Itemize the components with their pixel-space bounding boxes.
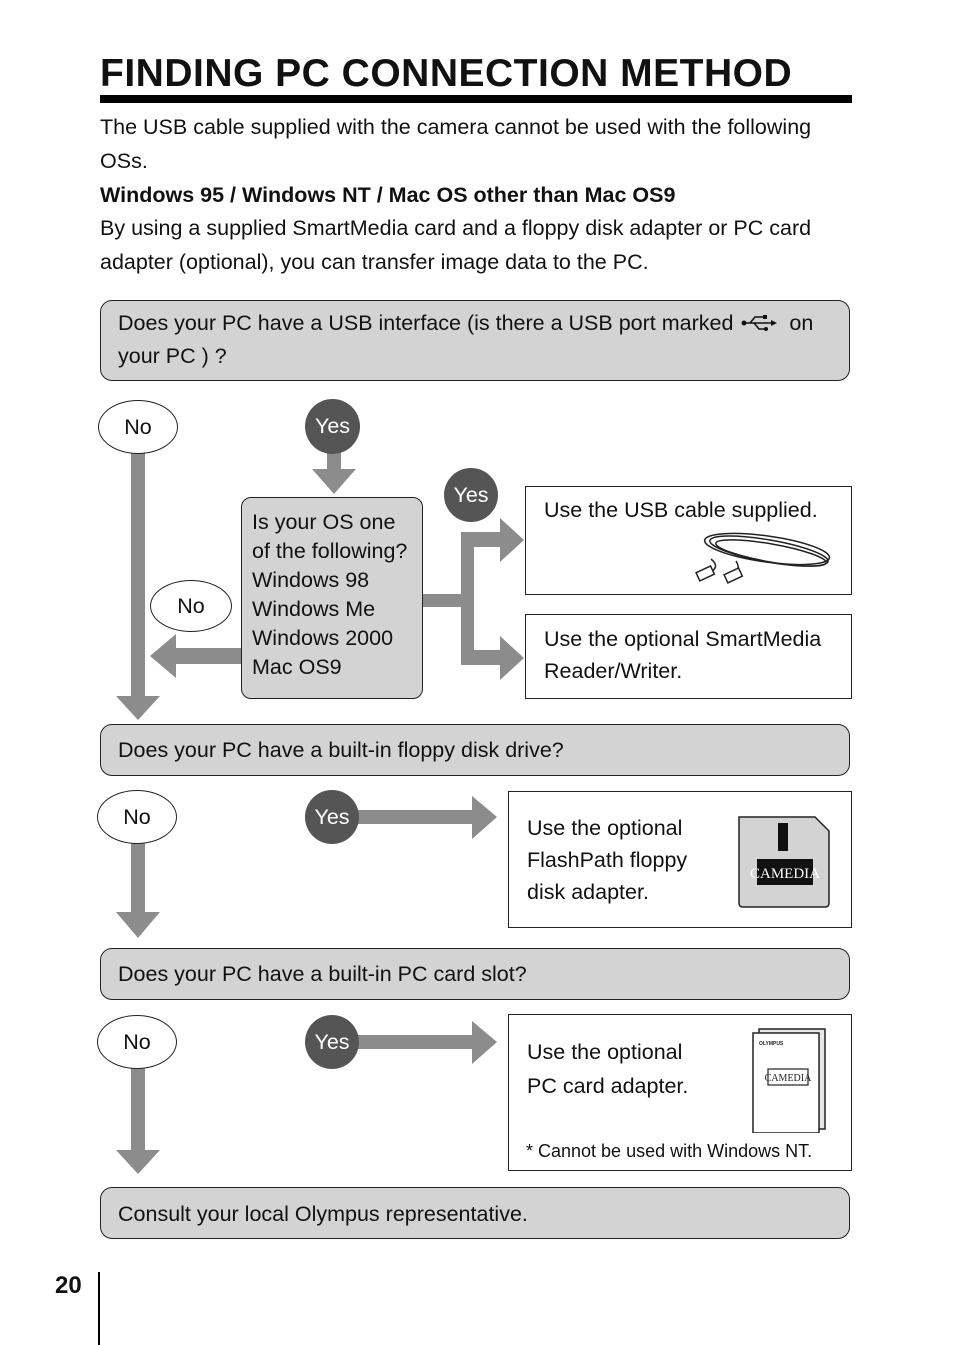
no-label: No: [97, 790, 177, 844]
arrow-no-usb: [116, 452, 160, 720]
os-question-line: Is your OS one: [252, 510, 396, 534]
question-usb: Does your PC have a USB interface (is th…: [100, 300, 850, 381]
result-flashpath-line3: disk adapter.: [527, 880, 649, 904]
question-usb-text-end: on: [789, 311, 814, 335]
question-usb-line2: your PC ) ?: [118, 344, 227, 368]
result-flashpath-line2: FlashPath floppy: [527, 848, 688, 872]
result-pccard-line2: PC card adapter.: [527, 1074, 689, 1098]
result-usb-cable: Use the USB cable supplied.: [525, 486, 852, 595]
yes-label: Yes: [305, 1015, 359, 1069]
pccard-brand: CAMEDIA: [765, 1073, 812, 1084]
question-floppy: Does your PC have a built-in floppy disk…: [100, 724, 850, 776]
intro-line-3: By using a supplied SmartMedia card and …: [100, 216, 812, 240]
question-usb-text: Does your PC have a USB interface (is th…: [118, 311, 734, 335]
arrow-yes-floppy: [345, 796, 497, 839]
os-option: Windows 98: [252, 568, 370, 592]
page-number: 20: [55, 1272, 82, 1299]
flashpath-adapter-icon: CAMEDIA: [738, 816, 830, 908]
os-question-line: of the following?: [252, 539, 408, 563]
result-flashpath-line1: Use the optional: [527, 816, 683, 840]
question-pccard: Does your PC have a built-in PC card slo…: [100, 948, 850, 1000]
usb-cable-icon: [695, 532, 831, 584]
arrow-no-floppy: [116, 842, 160, 938]
page-number-rule: [98, 1272, 100, 1345]
arrow-no-pccard: [116, 1068, 160, 1174]
page-title: FINDING PC CONNECTION METHOD: [100, 52, 793, 95]
result-smartmedia-line1: Use the optional SmartMedia: [544, 627, 822, 651]
arrow-yes-usb: [312, 452, 356, 494]
intro-line-1: The USB cable supplied with the camera c…: [100, 115, 812, 139]
pccard-maker: OLYMPUS: [759, 1041, 784, 1047]
result-usb-cable-text: Use the USB cable supplied.: [544, 498, 818, 522]
usb-symbol-icon: [741, 315, 778, 331]
no-label: No: [98, 400, 178, 454]
no-label: No: [97, 1015, 177, 1069]
result-smartmedia: Use the optional SmartMedia Reader/Write…: [525, 614, 852, 699]
yes-label: Yes: [305, 399, 360, 454]
yes-label: Yes: [444, 468, 498, 522]
pccard-note: * Cannot be used with Windows NT.: [526, 1141, 813, 1161]
intro-line-2: OSs.: [100, 149, 148, 173]
result-flashpath: Use the optional FlashPath floppy disk a…: [508, 791, 852, 928]
os-option: Windows 2000: [252, 626, 394, 650]
arrow-to-usb-cable: [461, 518, 524, 562]
intro-os-list: Windows 95 / Windows NT / Mac OS other t…: [100, 183, 676, 207]
arrow-to-smartmedia: [461, 636, 524, 680]
question-os: Is your OS one of the following? Windows…: [241, 497, 423, 699]
arrow-yes-pccard: [345, 1021, 497, 1064]
result-pccard: Use the optional PC card adapter. * Cann…: [508, 1014, 852, 1171]
result-pccard-line1: Use the optional: [527, 1040, 683, 1064]
flashpath-brand: CAMEDIA: [750, 866, 820, 882]
yes-label: Yes: [305, 790, 359, 844]
os-option: Windows Me: [252, 597, 376, 621]
os-option: Mac OS9: [252, 655, 342, 679]
arrow-os-yes-vertical: [461, 532, 474, 665]
result-consult: Consult your local Olympus representativ…: [100, 1187, 850, 1239]
pccard-adapter-icon: OLYMPUS CAMEDIA: [752, 1028, 826, 1133]
arrow-os-yes-stem: [423, 594, 467, 607]
intro-line-4: adapter (optional), you can transfer ima…: [100, 250, 649, 274]
title-rule: [100, 95, 852, 103]
arrow-os-no: [150, 634, 241, 678]
no-label: No: [150, 580, 232, 632]
result-smartmedia-line2: Reader/Writer.: [544, 659, 683, 683]
